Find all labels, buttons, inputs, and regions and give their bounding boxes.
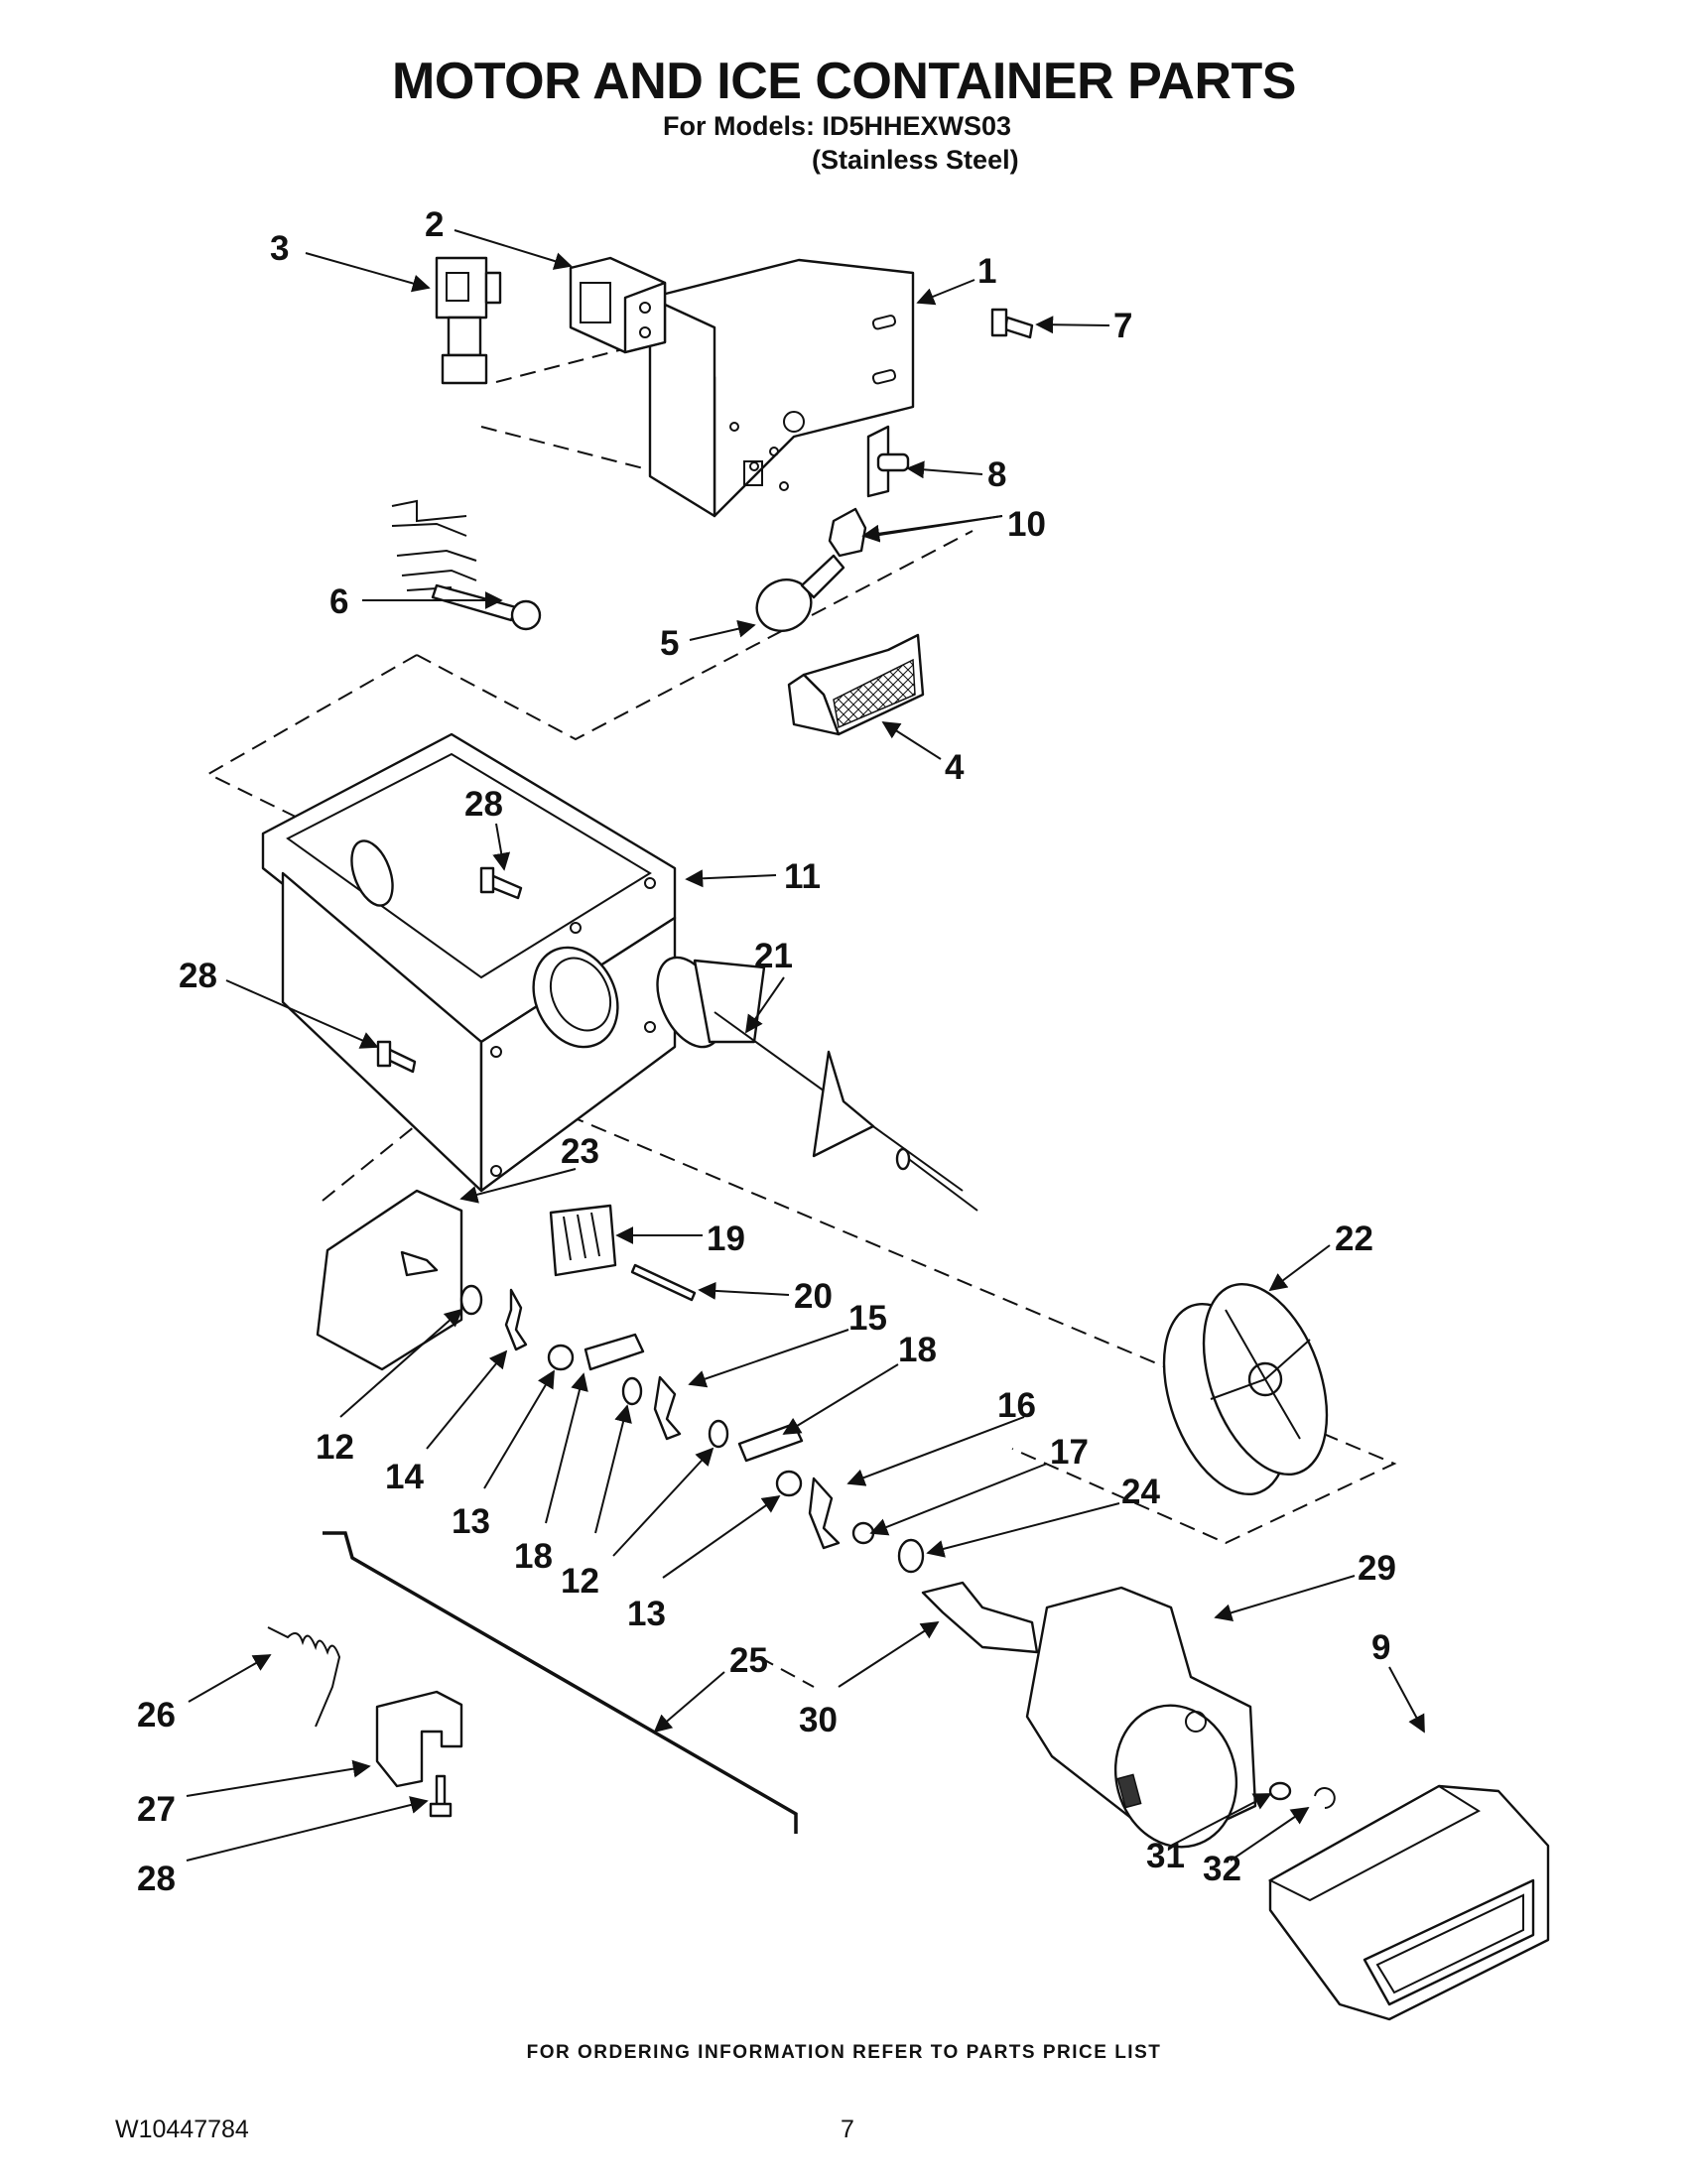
part-1-bracket — [648, 258, 915, 518]
callout-29: 29 — [1358, 1549, 1396, 1588]
part-19-housing — [549, 1204, 617, 1277]
callout-4: 4 — [945, 748, 965, 787]
models-line: For Models: ID5HHEXWS03 — [663, 111, 1012, 141]
callout-13b: 13 — [627, 1595, 666, 1633]
part-20-pin — [630, 1263, 697, 1302]
part-32-clip — [1314, 1787, 1336, 1809]
part-22-wheel — [1162, 1282, 1329, 1496]
callout-28a: 28 — [464, 785, 503, 824]
part-14-blade — [504, 1288, 528, 1351]
part-4-lamp-cover — [787, 633, 925, 736]
callout-17: 17 — [1050, 1433, 1089, 1472]
part-2-solenoid — [569, 256, 667, 354]
part-5-bulb — [755, 554, 845, 632]
page-number: 7 — [841, 2116, 854, 2143]
page-title: MOTOR AND ICE CONTAINER PARTS — [392, 53, 1296, 110]
callout-26: 26 — [137, 1696, 176, 1734]
callout-10: 10 — [1007, 505, 1046, 544]
part-12-spacer-c — [708, 1419, 729, 1449]
part-3-valve — [435, 256, 502, 385]
callout-31: 31 — [1146, 1837, 1185, 1875]
callout-3: 3 — [270, 229, 289, 268]
part-15-blade — [653, 1375, 682, 1441]
part-8-clip — [866, 425, 910, 498]
part-31-washer — [1268, 1781, 1292, 1801]
callout-12a: 12 — [316, 1428, 354, 1467]
callout-8: 8 — [987, 455, 1006, 494]
part-26-spring — [267, 1626, 341, 1728]
callout-11: 11 — [784, 857, 821, 896]
callout-9: 9 — [1371, 1628, 1390, 1667]
part-9-cover — [1267, 1784, 1550, 2021]
document-number: W10447784 — [115, 2116, 249, 2143]
callout-20: 20 — [794, 1277, 833, 1316]
callout-12b: 12 — [561, 1562, 599, 1601]
part-28-screw-c — [429, 1774, 453, 1818]
part-21-auger — [656, 956, 978, 1212]
callout-labels: 1 2 3 4 5 6 7 8 9 10 11 12 12 12 13 13 1… — [137, 205, 1396, 1898]
callout-24: 24 — [1121, 1473, 1160, 1511]
part-27-bracket — [375, 1690, 463, 1788]
part-17-washer — [851, 1521, 875, 1545]
part-28-screw-b — [376, 1040, 417, 1074]
callout-28c: 28 — [137, 1860, 176, 1898]
callout-21: 21 — [754, 937, 793, 975]
part-30-actuator — [921, 1581, 1039, 1654]
leader-lines — [186, 229, 1425, 1862]
callout-18b: 18 — [898, 1331, 937, 1369]
callout-15: 15 — [848, 1299, 887, 1338]
part-23-plate — [316, 1189, 463, 1371]
callout-18a: 18 — [514, 1537, 553, 1576]
part-11-ice-container — [261, 732, 677, 1193]
part-13-washer-b — [775, 1470, 803, 1497]
callout-32: 32 — [1203, 1850, 1241, 1888]
part-12-spacer-b — [621, 1376, 643, 1406]
part-13-washer-a — [547, 1344, 575, 1371]
callout-23: 23 — [561, 1132, 599, 1171]
callout-22: 22 — [1335, 1220, 1373, 1258]
callout-1: 1 — [977, 252, 996, 291]
part-16-blade — [808, 1477, 841, 1550]
part-12-spacer-a — [459, 1284, 483, 1316]
part-24-bearing — [897, 1538, 925, 1574]
ordering-note: FOR ORDERING INFORMATION REFER TO PARTS … — [526, 2042, 1162, 2063]
callout-6: 6 — [329, 582, 348, 621]
callout-25: 25 — [729, 1641, 768, 1680]
part-29-motor — [1025, 1586, 1257, 1849]
part-7-screw — [990, 308, 1034, 339]
callout-14: 14 — [385, 1458, 424, 1496]
callout-13a: 13 — [452, 1502, 490, 1541]
callout-30: 30 — [799, 1701, 838, 1739]
callout-27: 27 — [137, 1790, 176, 1829]
callout-16: 16 — [997, 1386, 1036, 1425]
part-6-harness — [391, 499, 542, 631]
part-10-socket — [828, 507, 867, 558]
callout-5: 5 — [660, 624, 679, 663]
part-25-rod — [323, 1531, 798, 1834]
callout-28b: 28 — [179, 957, 217, 995]
part-18-blade-a — [584, 1333, 645, 1371]
callout-7: 7 — [1113, 307, 1132, 345]
variant-line: (Stainless Steel) — [812, 145, 1019, 175]
callout-19: 19 — [707, 1220, 745, 1258]
callout-2: 2 — [425, 205, 444, 244]
part-28-screw-a — [479, 866, 523, 900]
